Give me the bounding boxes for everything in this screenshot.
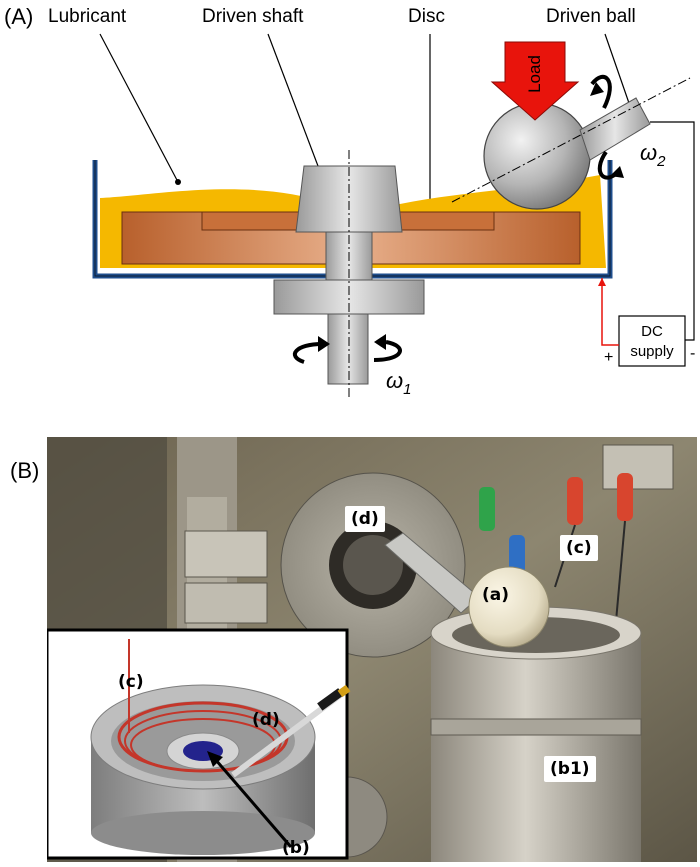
- dc-supply-line2: supply: [630, 343, 674, 360]
- negative-wire: [650, 121, 695, 341]
- dc-minus: -: [690, 345, 695, 362]
- top-right-clamp: [602, 444, 674, 490]
- tribometer-photo: [47, 437, 697, 862]
- red-connector-2: [617, 473, 633, 521]
- shaft-rotation-right-arrow: [373, 340, 402, 362]
- callout-c-inset: (c): [118, 672, 144, 692]
- omega1-label: ω1: [386, 368, 411, 398]
- inset-b-arrow: [213, 758, 293, 848]
- panel-b-tag: (B): [10, 458, 40, 483]
- green-connector: [479, 487, 495, 531]
- left-clamp-lower: [184, 582, 268, 624]
- inset-holder-base: [91, 811, 315, 855]
- load-arrow: [490, 41, 580, 121]
- left-clamp-upper: [184, 530, 268, 578]
- callout-b-inset: (b): [282, 838, 310, 858]
- lubricant-leader: [99, 33, 179, 183]
- ball-rotation-top-arrow: [590, 74, 612, 109]
- load-label: Load: [525, 55, 544, 93]
- lubricant-leader-dot: [175, 179, 181, 185]
- driven-ball-label: Driven ball: [546, 6, 636, 27]
- callout-d-photo: (d): [345, 506, 385, 532]
- lubricant-label: Lubricant: [48, 6, 127, 27]
- ball-axis: [451, 77, 691, 203]
- driven-shaft: [327, 313, 369, 385]
- ivory-ball: [468, 566, 550, 648]
- dc-supply-line1: DC: [641, 323, 663, 340]
- callout-d-inset: (d): [252, 710, 280, 730]
- shaft-rotation-left-arrow: [292, 342, 323, 364]
- callout-c-photo: (c): [560, 535, 598, 561]
- callout-a-photo: (a): [482, 585, 510, 605]
- panel-a-tag: (A): [4, 4, 34, 29]
- disc-label: Disc: [408, 6, 445, 27]
- ball-holder-arm: [579, 97, 651, 161]
- hose-clamp: [430, 718, 642, 736]
- driven-ball: [483, 102, 591, 210]
- driven-shaft-cone: [295, 165, 403, 233]
- dc-plus: +: [604, 349, 613, 366]
- red-connector-1: [567, 477, 583, 525]
- dc-supply-box: [618, 315, 686, 367]
- driven-shaft-label: Driven shaft: [202, 6, 304, 27]
- specimen-holder: [431, 633, 641, 862]
- omega2-label: ω2: [640, 140, 666, 170]
- driven-shaft-leader: [267, 33, 319, 167]
- positive-wire: [601, 278, 619, 346]
- driven-ball-leader: [604, 33, 631, 107]
- callout-b1-photo: (b1): [544, 756, 596, 782]
- ball-on-disc-schematic: Load ω2 ω1 DC supply + -: [92, 33, 695, 400]
